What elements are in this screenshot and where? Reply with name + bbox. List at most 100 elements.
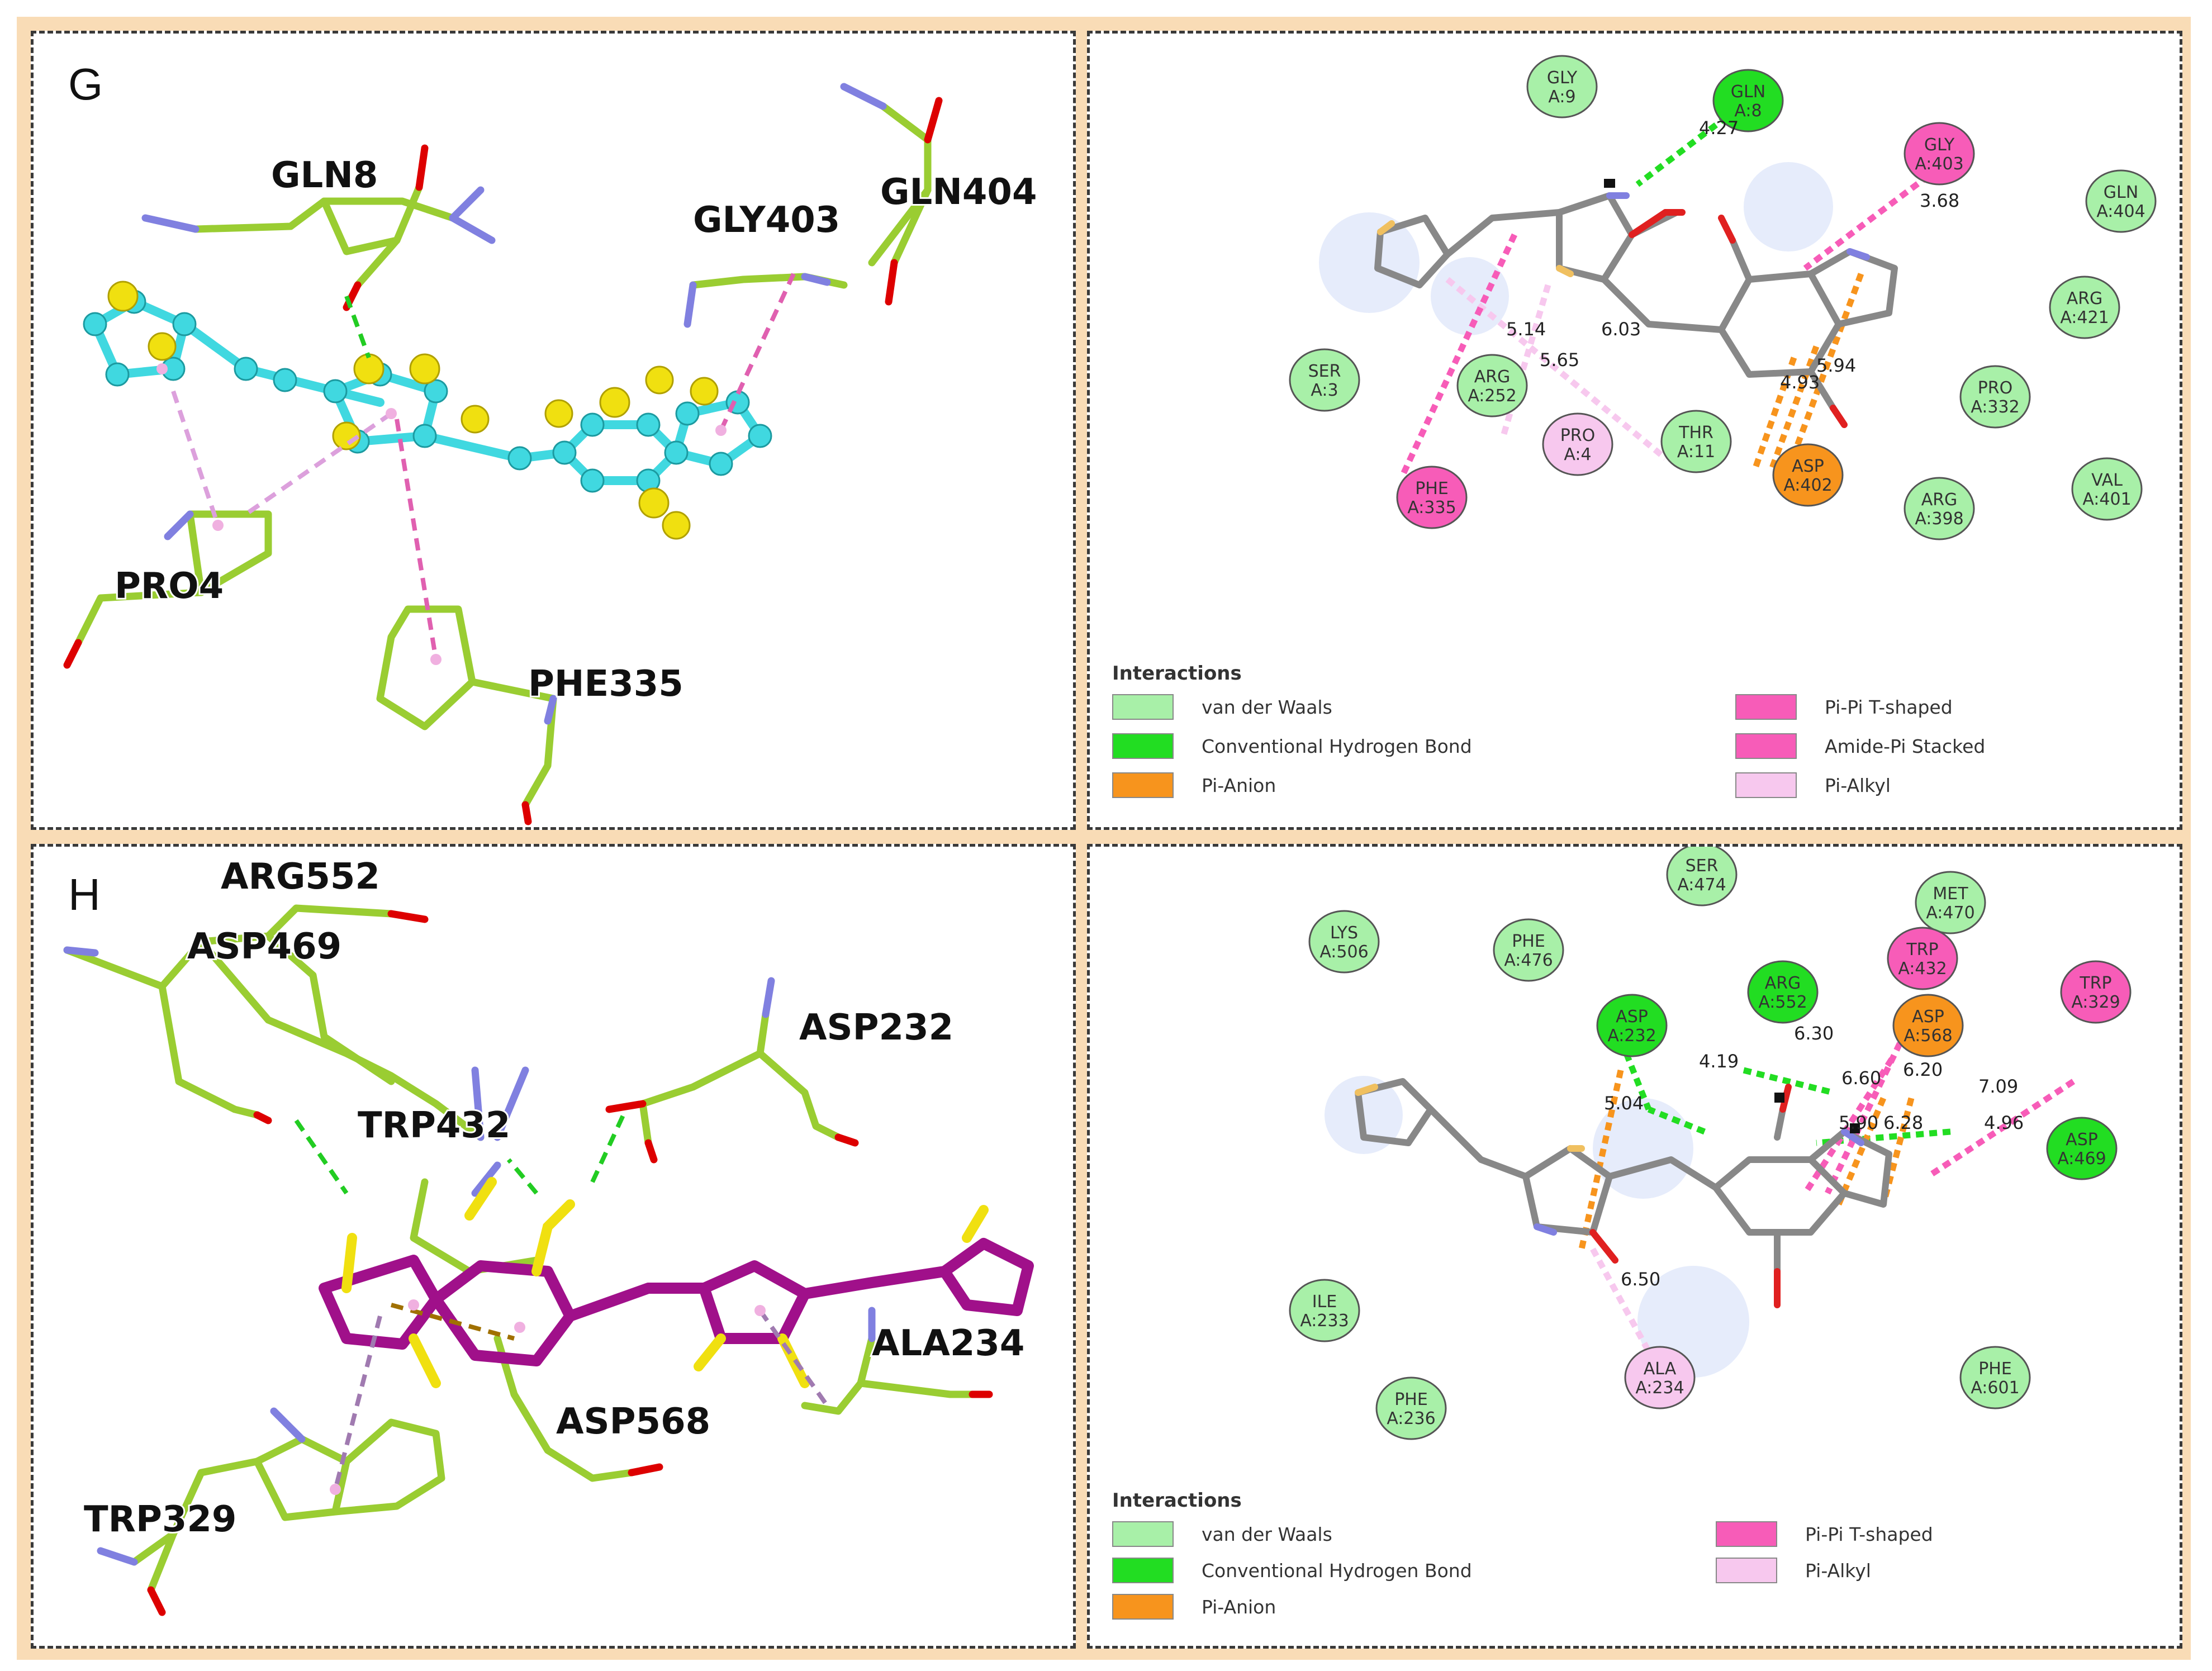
h2d-dist-4-96: 4.96 xyxy=(1984,1112,2024,1133)
h2d-dist-6-60: 6.60 xyxy=(1841,1067,1881,1089)
pialkyl-swatch xyxy=(1716,1558,1777,1583)
h2d-legend-pianion-label: Pi-Anion xyxy=(1202,1596,1276,1618)
g2d-dist-4-93: 4.93 xyxy=(1780,372,1820,393)
h2d-legend-hbond-label: Conventional Hydrogen Bond xyxy=(1202,1559,1472,1582)
h2d-legend-pianion: Pi-Anion xyxy=(1112,1593,1276,1621)
panel-h-3d: H xyxy=(31,844,1076,1649)
residue-label-ile233-chain: A:233 xyxy=(1300,1311,1349,1331)
h3d-label-trp329: TRP329 xyxy=(84,1499,236,1540)
g2d-legend-amidepi-label: Amide-Pi Stacked xyxy=(1825,735,1986,757)
g2d-dist-5-14: 5.14 xyxy=(1506,319,1546,340)
h3d-label-trp432: TRP432 xyxy=(358,1105,510,1146)
residue-label-asp469-chain: A:469 xyxy=(2057,1149,2106,1169)
g2d-dist-5-65: 5.65 xyxy=(1540,349,1579,371)
residue-circle-thr11 xyxy=(1660,410,1732,473)
g2d-dist-5-94: 5.94 xyxy=(1816,355,1856,376)
residue-label-pro4-name: PRO xyxy=(1560,426,1596,445)
residue-label-gly9-name: GLY xyxy=(1547,68,1578,88)
residue-label-phe236-chain: A:236 xyxy=(1387,1409,1435,1428)
g2d-dist-6-03: 6.03 xyxy=(1601,319,1641,340)
g2d-legend-pialkyl: Pi-Alkyl xyxy=(1735,771,1891,799)
g2d-legend-pialkyl-label: Pi-Alkyl xyxy=(1825,774,1891,796)
residue-circle-phe476 xyxy=(1493,918,1564,982)
residue-label-gln404-name: GLN xyxy=(2104,183,2138,202)
residue-circle-gly403 xyxy=(1904,122,1975,186)
residue-circle-met470 xyxy=(1915,871,1986,934)
h2d-dist-7-09: 7.09 xyxy=(1978,1076,2018,1097)
residue-label-lys506-chain: A:506 xyxy=(1319,942,1368,962)
residue-label-asp469-name: ASP xyxy=(2066,1130,2098,1150)
residue-label-asp568-name: ASP xyxy=(1912,1007,1944,1027)
residue-label-arg421-chain: A:421 xyxy=(2060,308,2109,327)
residue-label-trp432-chain: A:432 xyxy=(1898,959,1947,979)
h3d-label-asp469: ASP469 xyxy=(187,926,341,967)
residue-label-thr11-name: THR xyxy=(1678,423,1713,443)
residue-label-arg421-name: ARG xyxy=(2067,289,2103,308)
g2d-dist-4-27: 4.27 xyxy=(1699,117,1739,139)
h3d-label-asp568: ASP568 xyxy=(556,1401,710,1442)
pipi-swatch xyxy=(1735,694,1797,720)
residue-label-arg252-chain: A:252 xyxy=(1468,386,1516,406)
vdw-swatch xyxy=(1112,1521,1174,1547)
hbond-swatch xyxy=(1112,1558,1174,1583)
residue-label-ser474-name: SER xyxy=(1686,856,1719,876)
residue-label-trp329-name: TRP xyxy=(2079,974,2111,993)
residue-circle-trp432 xyxy=(1887,927,1958,990)
residue-label-asp402-name: ASP xyxy=(1792,457,1824,476)
residue-label-arg252-name: ARG xyxy=(1474,367,1511,387)
h2d-legend-pialkyl-label: Pi-Alkyl xyxy=(1805,1559,1871,1582)
residue-circle-ser3 xyxy=(1289,348,1360,412)
h3d-structure: ARG552 ASP469 ASP232 TRP432 ALA234 ASP56… xyxy=(63,855,1034,1616)
h2d-dist-6-50: 6.50 xyxy=(1621,1269,1660,1290)
panel-label-g: G xyxy=(68,59,103,109)
g3d-label-gln404: GLN404 xyxy=(880,172,1037,213)
hbond-swatch xyxy=(1112,733,1174,759)
pialkyl-swatch xyxy=(1735,772,1797,798)
residue-label-met470-name: MET xyxy=(1933,884,1968,904)
h2d-dist-5-04: 5.04 xyxy=(1604,1093,1644,1114)
residue-label-val401-chain: A:401 xyxy=(2082,490,2131,509)
h2d-legend-vdw: van der Waals xyxy=(1112,1520,1332,1548)
h2d-legend-pipi: Pi-Pi T-shaped xyxy=(1716,1520,1933,1548)
h2d-dist-6-28: 6.28 xyxy=(1883,1112,1923,1133)
h2d-dist-4-19: 4.19 xyxy=(1699,1051,1739,1072)
g2d-dist-3-68: 3.68 xyxy=(1920,190,1959,211)
g3d-label-gly403: GLY403 xyxy=(693,200,840,241)
h2d-legend-hbond: Conventional Hydrogen Bond xyxy=(1112,1556,1472,1584)
pianion-swatch xyxy=(1112,772,1174,798)
residue-circle-phe601 xyxy=(1959,1346,2031,1409)
residue-label-pro4-chain: A:4 xyxy=(1564,445,1591,464)
g2d-legend-pipi-label: Pi-Pi T-shaped xyxy=(1825,696,1953,718)
h3d-label-ala234: ALA234 xyxy=(872,1323,1024,1364)
residue-circle-arg398 xyxy=(1904,477,1975,540)
g2d-legend-hbond-label: Conventional Hydrogen Bond xyxy=(1202,735,1472,757)
g2d-legend-vdw: van der Waals xyxy=(1112,693,1332,721)
g2d-legend-amidepi: Amide-Pi Stacked xyxy=(1735,732,1985,760)
h3d-label-arg552: ARG552 xyxy=(221,856,380,898)
g3d-label-phe335: PHE335 xyxy=(528,663,683,705)
residue-label-ser3-chain: A:3 xyxy=(1311,381,1338,400)
residue-circle-gln8 xyxy=(1712,69,1784,132)
residue-label-met470-chain: A:470 xyxy=(1926,903,1974,923)
residue-label-phe601-chain: A:601 xyxy=(1971,1378,2019,1398)
residue-label-phe601-name: PHE xyxy=(1978,1359,2012,1379)
panel-label-h: H xyxy=(68,870,101,919)
residue-label-trp432-name: TRP xyxy=(1906,940,1938,960)
residue-label-val401-name: VAL xyxy=(2091,471,2123,490)
residue-label-ser474-chain: A:474 xyxy=(1677,875,1726,895)
residue-label-asp232-name: ASP xyxy=(1616,1007,1648,1027)
residue-circle-phe236 xyxy=(1375,1376,1447,1440)
residue-label-pro332-name: PRO xyxy=(1978,378,2013,398)
h2d-legend-vdw-label: van der Waals xyxy=(1202,1523,1332,1545)
residue-label-phe476-chain: A:476 xyxy=(1504,951,1553,970)
residue-label-trp329-chain: A:329 xyxy=(2071,993,2120,1012)
residue-label-arg398-name: ARG xyxy=(1921,490,1958,510)
residue-circle-gly9 xyxy=(1526,55,1598,118)
h2d-legend-title: Interactions xyxy=(1112,1489,1242,1512)
pianion-swatch xyxy=(1112,1594,1174,1620)
